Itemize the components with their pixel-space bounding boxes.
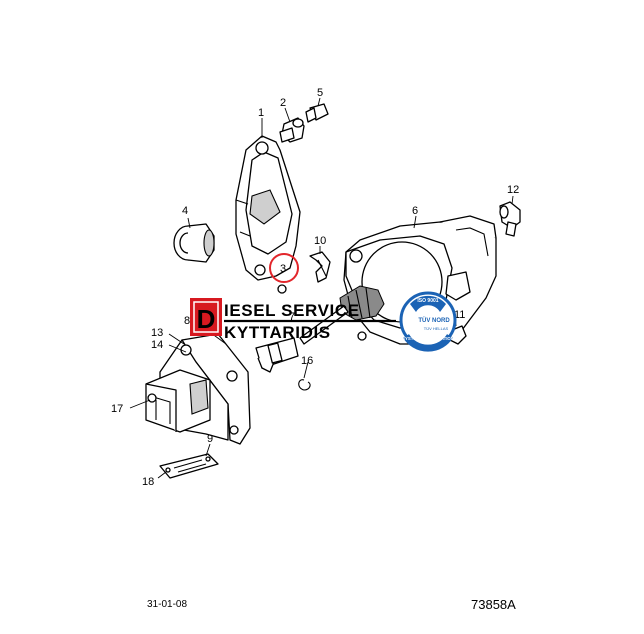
callout-6: 6 — [412, 205, 418, 217]
drawing-date: 31-01-08 — [147, 599, 188, 610]
callout-9: 9 — [207, 433, 213, 445]
watermark-badge-letter: D — [197, 304, 216, 334]
cert-system-text: SYSTEM CERTIFICATION — [402, 336, 454, 341]
part-16-circlip — [298, 379, 311, 391]
callout-7: 7 — [289, 311, 295, 323]
cert-hellas-text: TÜV HELLAS — [424, 326, 449, 331]
part-18-gasket — [159, 453, 219, 479]
watermark-badge — [190, 298, 222, 336]
part-5-screw — [305, 103, 329, 123]
part-6-clutch-servo — [299, 215, 497, 345]
watermark-logo: D IESEL SERVICE KYTTARIDIS — [190, 298, 396, 342]
callout-labels: 1 2 3 4 5 6 7 8 9 10 11 12 13 14 16 17 1… — [111, 87, 519, 488]
part-12-elbow-fitting — [499, 201, 521, 237]
cert-iso-text: ISO 9001 — [417, 298, 438, 304]
part-1-lever-bracket — [235, 135, 301, 281]
callout-5: 5 — [317, 87, 323, 99]
callout-11: 11 — [454, 309, 465, 321]
watermark-line-1: IESEL SERVICE — [224, 301, 360, 320]
callout-10: 10 — [314, 235, 326, 247]
part-7-clevis — [255, 337, 299, 373]
leader-lines — [129, 97, 514, 479]
callout-14: 14 — [151, 339, 163, 351]
callout-2: 2 — [280, 97, 286, 109]
callout-13: 13 — [151, 327, 163, 339]
certification-emblem: ISO 9001 TÜV NORD TÜV HELLAS SYSTEM CERT… — [399, 291, 457, 352]
callout-17: 17 — [111, 403, 123, 415]
cert-tuv-nord-text: TÜV NORD — [418, 317, 450, 324]
callout-4: 4 — [182, 205, 188, 217]
part-10-clip — [309, 251, 331, 283]
callout-12: 12 — [507, 184, 519, 196]
callout-3: 3 — [280, 263, 286, 275]
part-2-bolt — [279, 117, 305, 143]
callout-8: 8 — [184, 315, 190, 327]
callout-18: 18 — [142, 476, 154, 488]
part-3-small-nut — [277, 284, 287, 294]
part-4-bushing — [173, 223, 215, 263]
watermark-line-2: KYTTARIDIS — [224, 323, 331, 342]
callout-16: 16 — [301, 355, 313, 367]
part-8-housing — [145, 333, 251, 445]
figure-number: 73858A — [471, 597, 516, 612]
callout-1: 1 — [258, 107, 264, 119]
highlight-ring — [269, 253, 299, 283]
